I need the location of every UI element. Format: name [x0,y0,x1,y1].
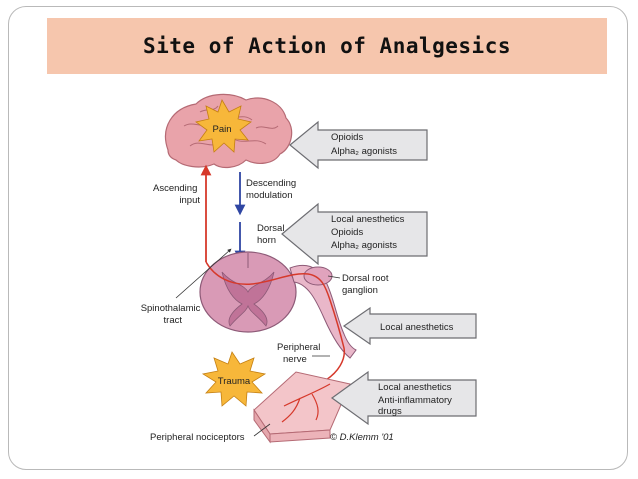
svg-text:Opioids Alpha₂ agonists: Opioids Alpha₂ agonists [331,132,397,157]
trauma-label: Trauma [218,376,251,387]
title-bar: Site of Action of Analgesics [47,18,607,74]
trauma-burst: Trauma [201,351,267,407]
descending-modulation-label: Descending modulation [246,178,299,201]
skin-tissue-illustration [253,371,351,444]
svg-text:Local anesthetics Opioid: Local anesthetics Opioids Alpha₂ agonist… [331,214,407,251]
callout-local-antiinflammatory: Local anesthetics Anti-inflammatory drug… [330,370,477,426]
spinothalamic-pointer [175,248,232,299]
copyright-text: © D.Klemm '01 [330,432,394,443]
peripheral-nociceptors-label: Peripheral nociceptors [150,432,245,443]
slide-title: Site of Action of Analgesics [142,34,511,58]
peripheral-nerve-label: Peripheral nerve [277,342,323,365]
pain-burst: Pain [195,99,252,153]
ascending-input-label: Ascending input [153,183,200,206]
peripheral-nerve-illustration [289,264,357,359]
dorsal-root-ganglion-shape [303,266,333,286]
pain-label: Pain [212,124,231,135]
svg-text:Local anesthetics: Local anesthetics [380,322,454,333]
callout-local-opioids-alpha2: Local anesthetics Opioids Alpha₂ agonist… [281,202,428,266]
spinal-cord-illustration [199,251,297,333]
dorsal-horn-label: Dorsal horn [257,223,287,246]
ganglion-pointer [327,275,341,279]
svg-text:Local anesthetics Anti-i: Local anesthetics Anti-inflammatory drug… [378,382,455,417]
nociceptors-pointer [253,423,271,437]
callout-opioids-alpha2: Opioids Alpha₂ agonists [289,120,428,170]
dorsal-root-ganglion-label: Dorsal root ganglion [342,273,391,296]
spinothalamic-tract-label: Spinothalamic tract [141,303,203,326]
callout-local-anesthetics-nerve: Local anesthetics [342,306,477,346]
